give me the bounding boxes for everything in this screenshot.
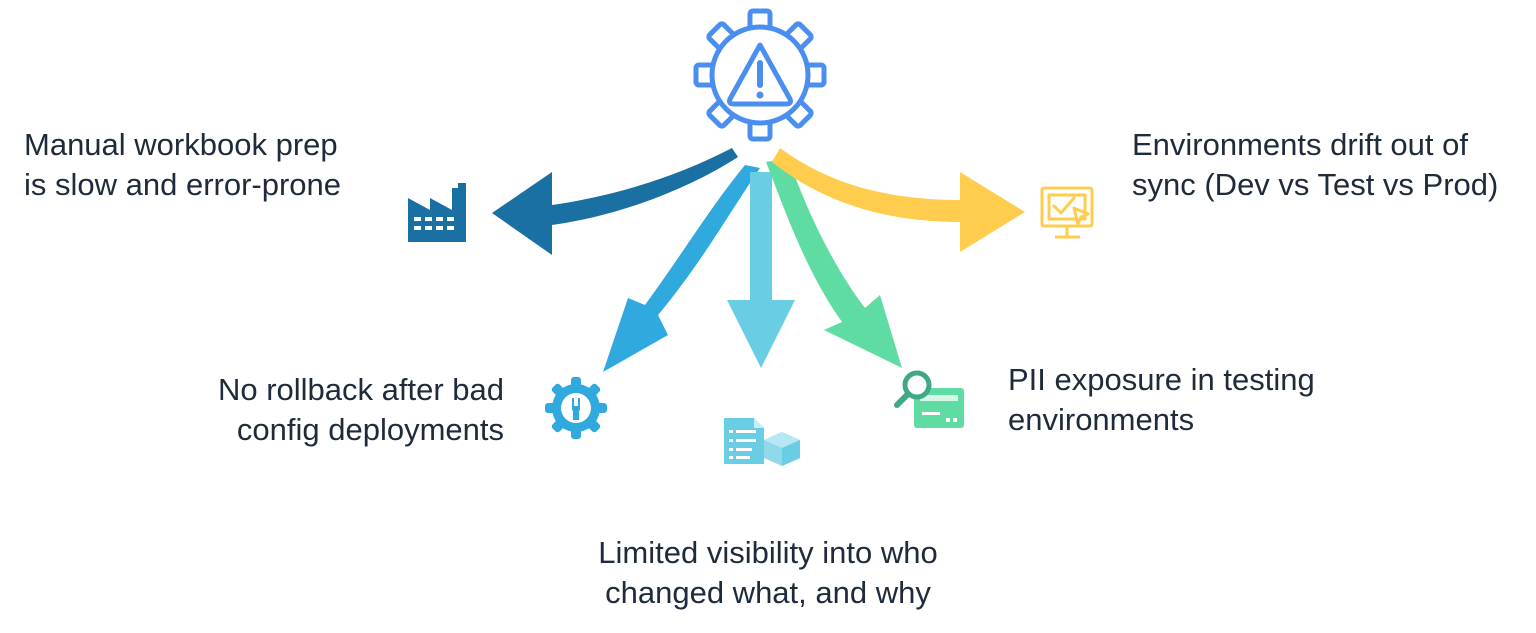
label-workbook-line-2: is slow and error-prone xyxy=(24,167,342,202)
label-workbook-line-1: Manual workbook prep xyxy=(24,127,338,162)
label-env-line-1: Environments drift out of xyxy=(1132,127,1468,162)
label-rollback-line-1: No rollback after bad xyxy=(217,372,504,407)
gear-warning-icon xyxy=(693,8,827,142)
monitor-check-icon xyxy=(1040,186,1094,239)
factory-icon xyxy=(408,183,466,242)
arrow-env xyxy=(772,148,1025,252)
label-rollback-line-2: config deployments xyxy=(236,412,504,447)
label-rollback: No rollback after bad config deployments xyxy=(218,370,504,450)
label-visibility-line-1: Limited visibility into who xyxy=(598,535,938,570)
label-visibility: Limited visibility into who changed what… xyxy=(0,533,1536,613)
search-card-icon xyxy=(894,370,964,428)
arrow-pii xyxy=(766,158,902,368)
gear-wrench-icon xyxy=(545,377,607,439)
label-pii: PII exposure in testing environments xyxy=(1008,360,1315,440)
document-box-icon xyxy=(724,418,800,466)
label-pii-line-2: environments xyxy=(1008,402,1195,437)
label-workbook: Manual workbook prep is slow and error-p… xyxy=(24,125,341,205)
label-env-line-2: sync (Dev vs Test vs Prod) xyxy=(1132,167,1499,202)
label-visibility-line-2: changed what, and why xyxy=(605,575,931,610)
arrow-visibility xyxy=(727,172,795,368)
arrow-rollback xyxy=(603,165,760,372)
label-env: Environments drift out of sync (Dev vs T… xyxy=(1132,125,1498,205)
warning-dot xyxy=(756,91,764,99)
label-pii-line-1: PII exposure in testing xyxy=(1008,362,1315,397)
arrow-workbook xyxy=(492,148,738,255)
